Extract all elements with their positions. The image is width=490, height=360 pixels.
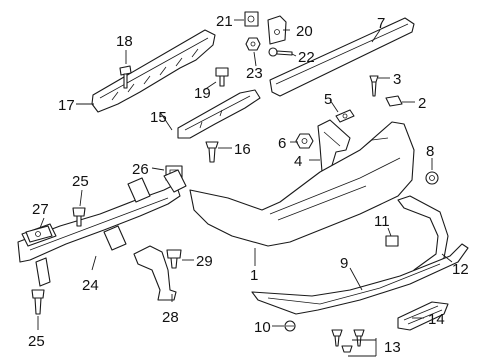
callout-9: 9 [340,255,348,272]
part-21-clip [244,11,259,27]
callout-25-upper: 25 [72,173,89,190]
callout-23: 23 [246,65,263,82]
callout-4: 4 [294,153,302,170]
part-4-side-bracket [317,119,351,173]
part-25-bolt-lower [31,289,45,315]
callout-11: 11 [374,213,390,230]
part-11-clip [385,235,399,247]
callout-7: 7 [377,15,385,32]
callout-28: 28 [162,309,179,326]
callout-8: 8 [426,143,434,160]
part-25-bolt-upper [72,207,86,227]
callout-3: 3 [393,71,401,88]
part-20-bracket [267,15,287,45]
callout-26: 26 [132,161,149,178]
callout-6: 6 [278,135,286,152]
callout-18: 18 [116,33,133,50]
callout-17: 17 [58,97,75,114]
callout-16: 16 [234,141,251,158]
callout-14: 14 [428,311,445,328]
part-7-upper-rail [269,17,415,97]
part-18-bolt [119,65,132,89]
part-10-clip [284,320,296,332]
callout-21: 21 [216,13,233,30]
callout-20: 20 [296,23,313,40]
part-23-nut [245,37,261,51]
part-16-push-pin [205,141,219,163]
callout-5: 5 [324,91,332,108]
part-3-push-pin [369,75,379,97]
callout-22: 22 [298,49,315,66]
callout-12: 12 [452,261,469,278]
part-19-bolt [215,67,229,87]
callout-24: 24 [82,277,99,294]
part-6-nut [295,133,314,149]
part-13-clips [331,329,365,353]
part-14-reflector [397,301,449,331]
callout-15: 15 [150,109,167,126]
part-28-bracket [133,245,177,301]
callout-25-lower: 25 [28,333,45,350]
callout-1: 1 [250,267,258,284]
part-2-clip [385,95,403,107]
callout-2: 2 [418,95,426,112]
part-9-lower-trim [251,243,469,315]
part-5-screw [335,109,355,123]
callout-13: 13 [384,339,401,356]
part-29-bolt [166,249,182,269]
callout-27: 27 [32,201,49,218]
part-8-grommet [425,171,439,185]
part-15-bracket [177,89,261,139]
part-27-bracket [25,225,53,243]
part-1-bumper-cover [189,121,415,247]
callout-labels: 1 2 3 4 5 6 7 8 9 10 11 12 13 14 15 16 1… [28,13,469,356]
callout-29: 29 [196,253,213,270]
callout-19: 19 [194,85,211,102]
leader-lines [37,19,453,357]
part-22-bolt [268,47,293,57]
part-17-energy-absorber [91,29,216,113]
callout-10: 10 [254,319,271,336]
